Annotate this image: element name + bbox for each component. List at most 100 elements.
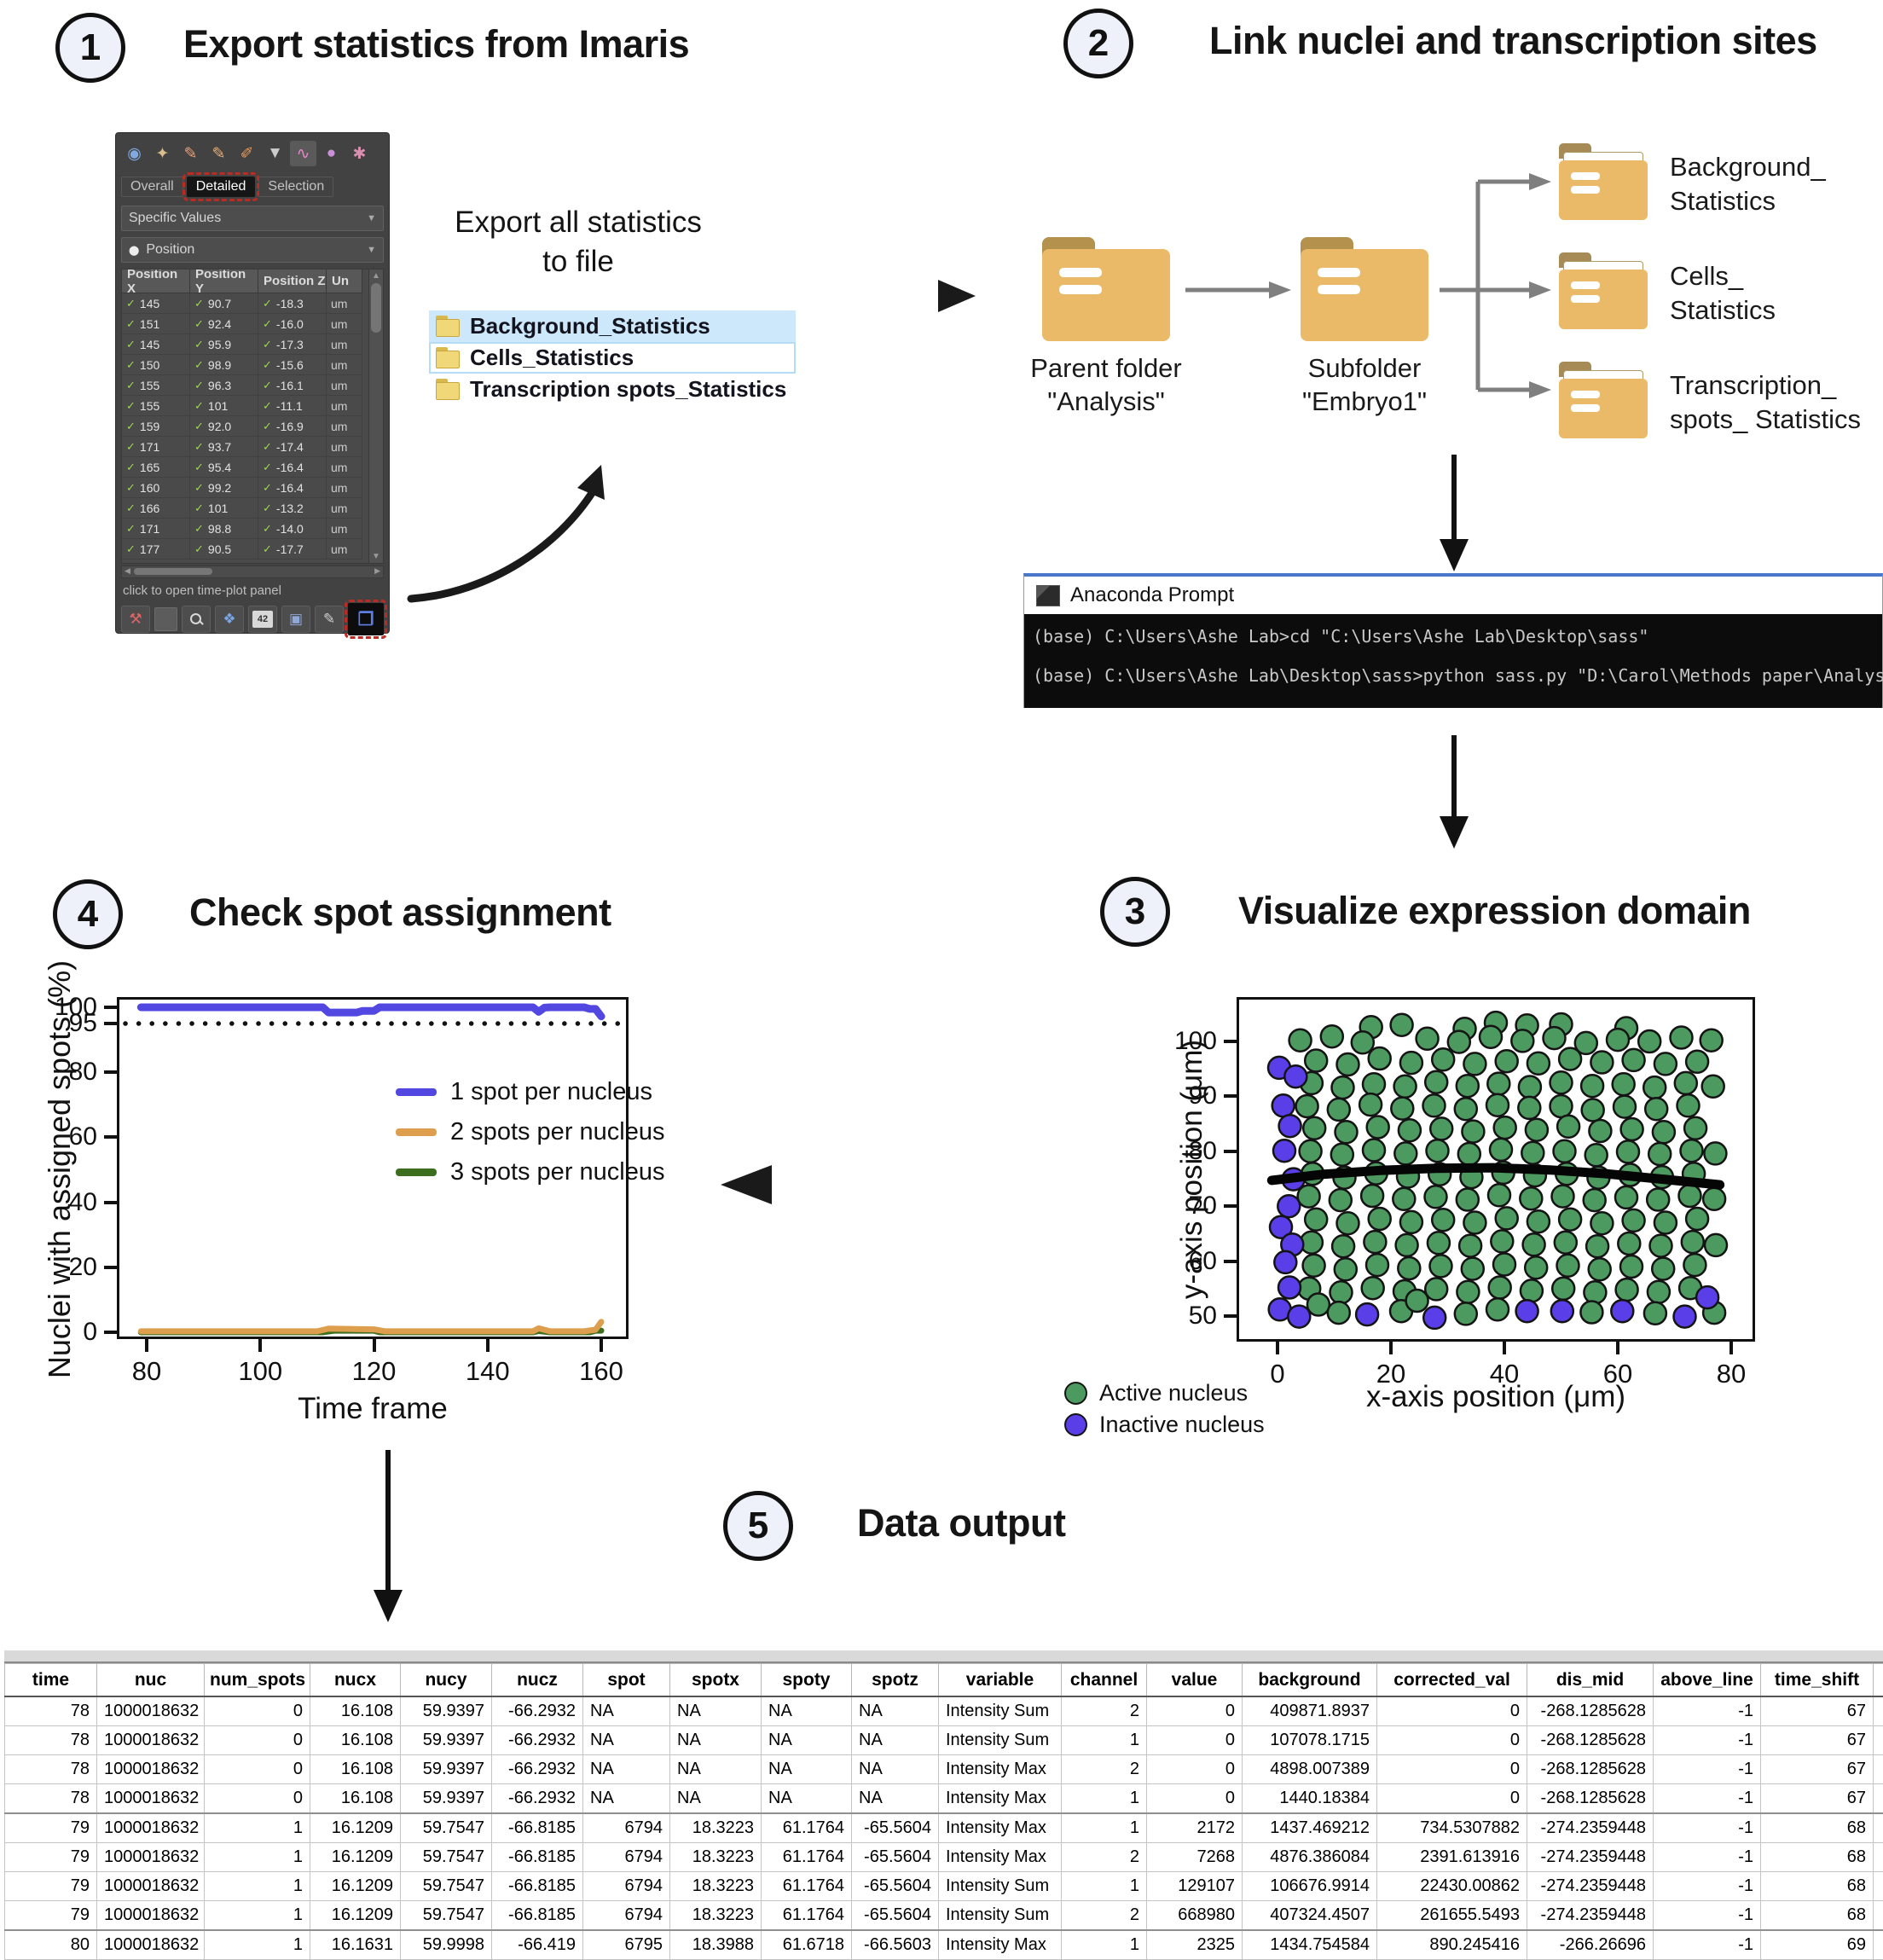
arrowhead (721, 1165, 772, 1204)
table-cell: NA (669, 1783, 762, 1814)
inactive-nucleus-swatch (1064, 1412, 1087, 1436)
table-cell: 59.7547 (400, 1812, 492, 1843)
anaconda-prompt-window: Anaconda Prompt (base) C:\Users\Ashe Lab… (1023, 573, 1883, 708)
table-cell: 1 (204, 1929, 310, 1960)
export-statistics-button[interactable]: ❐ (345, 600, 387, 639)
scroll-left-icon[interactable]: ◀ (125, 566, 130, 575)
statistics-folder-label: Background_Statistics (1670, 150, 1883, 218)
unit-cell: um (327, 396, 362, 416)
imaris-table-cell: ✓-16.4 (258, 457, 327, 478)
y-axis-label: 0 (83, 1318, 97, 1346)
file-list-label: Background_Statistics (470, 313, 710, 339)
folder-bar (1571, 186, 1600, 194)
y-axis-title: Nuclei with assigned spots (%) (42, 960, 77, 1379)
y-axis-tick (1224, 1259, 1237, 1263)
terminal-body[interactable]: (base) C:\Users\Ashe Lab>cd "C:\Users\As… (1024, 614, 1883, 708)
edit-button[interactable]: ✎ (315, 606, 344, 633)
table-column-header: dis_mid (1527, 1663, 1654, 1697)
color-wheel-icon[interactable]: ● (326, 144, 337, 162)
tab-detailed[interactable]: Detailed (182, 172, 260, 201)
y-axis-tick (1224, 1040, 1237, 1043)
table-cell: 67 (1760, 1696, 1874, 1726)
table-cell: 78 (4, 1754, 97, 1784)
filter-icon[interactable]: ▼ (267, 144, 283, 162)
unit-cell: um (327, 437, 362, 457)
check-icon: ✓ (126, 480, 136, 494)
table-cell (1873, 1929, 1883, 1960)
tab-selection[interactable]: Selection (258, 177, 334, 197)
table-cell: 1000018632 (96, 1929, 205, 1960)
table-cell: 2172 (1146, 1812, 1243, 1843)
imaris-table-cell: ✓95.4 (190, 457, 258, 478)
table-cell: 1 (204, 1900, 310, 1931)
table-cell: 6794 (582, 1900, 670, 1931)
cell-value: -16.1 (275, 378, 304, 392)
table-cell: -1 (1653, 1842, 1761, 1872)
imaris-table-cell: ✓92.4 (190, 314, 258, 334)
column-header: Un (327, 270, 362, 293)
y-axis-tick (104, 1135, 117, 1139)
scroll-right-icon[interactable]: ▶ (374, 566, 380, 575)
table-cell: -274.2359448 (1527, 1871, 1654, 1901)
specific-values-dropdown[interactable]: Specific Values ▼ (121, 206, 384, 231)
table-cell: -1 (1653, 1871, 1761, 1901)
scrollbar-thumb[interactable] (134, 568, 212, 575)
table-cell: 59.7547 (400, 1871, 492, 1901)
table-cell: 6794 (582, 1842, 670, 1872)
tab-overall[interactable]: Overall (121, 177, 183, 197)
search-button[interactable] (182, 606, 211, 633)
table-column-header: spot (582, 1663, 670, 1697)
scroll-up-icon[interactable]: ▲ (372, 271, 380, 281)
surfaces-icon[interactable]: ◉ (127, 144, 142, 163)
vertical-scrollbar[interactable]: ▲ ▼ (368, 270, 383, 563)
table-cell: -266.26696 (1527, 1929, 1654, 1960)
table-cell: -1 (1653, 1754, 1761, 1784)
table-cell: 0 (1146, 1783, 1243, 1814)
tools-button[interactable]: ⚒ (121, 606, 150, 633)
folder-bar (1571, 295, 1600, 303)
cell-value: 160 (139, 480, 160, 495)
cell-value: 98.9 (207, 357, 232, 372)
table-cell: 1 (1061, 1783, 1147, 1814)
table-cell: -1 (1653, 1783, 1761, 1814)
legend-label: 3 spots per nucleus (450, 1157, 665, 1186)
scrollbar-thumb[interactable] (371, 283, 381, 333)
imaris-table-cell: ✓145 (122, 334, 190, 355)
table-cell: 0 (1146, 1754, 1243, 1784)
brush-icon[interactable]: ✐ (240, 144, 254, 163)
cell-value: 177 (139, 542, 160, 556)
table-cell: -1 (1653, 1900, 1761, 1931)
table-cell: 2391.613916 (1376, 1842, 1527, 1872)
objects-button[interactable]: ❖ (215, 606, 244, 633)
table-cell: NA (851, 1754, 939, 1784)
scroll-down-icon[interactable]: ▼ (372, 552, 380, 561)
file-list-item[interactable]: Cells_Statistics (429, 342, 796, 374)
settings-icon[interactable]: ✱ (352, 144, 367, 163)
legend-item-2spots: 2 spots per nucleus (396, 1116, 664, 1147)
file-list-item[interactable]: Background_Statistics (429, 310, 796, 342)
unit-cell: um (327, 539, 362, 560)
cell-value: 165 (139, 460, 160, 474)
cell-value: -16.4 (275, 460, 304, 474)
pencil-icon[interactable]: ✎ (183, 144, 198, 163)
filter-input[interactable] (154, 607, 177, 631)
file-list-item[interactable]: Transcription spots_Statistics (429, 374, 796, 405)
check-icon: ✓ (126, 501, 136, 514)
save-button[interactable]: ▣ (281, 606, 310, 633)
wand-icon[interactable]: ✦ (155, 144, 170, 163)
horizontal-scrollbar[interactable]: ◀ ▶ (121, 565, 384, 578)
imaris-table-cell: ✓165 (122, 457, 190, 478)
table-top-strip (4, 1650, 1883, 1663)
label-line: "Analysis" (1047, 386, 1165, 416)
statistics-folder-icon (1559, 362, 1648, 438)
statistics-icon[interactable]: ∿ (290, 141, 316, 166)
position-dropdown[interactable]: ⬤ Position ▼ (121, 237, 384, 263)
table-cell: 407324.4507 (1242, 1900, 1377, 1931)
snapshot-button[interactable]: 42 (248, 606, 277, 633)
label-line: Statistics (1670, 186, 1776, 216)
terminal-title-bar[interactable]: Anaconda Prompt (1024, 577, 1882, 614)
pencil2-icon[interactable]: ✎ (211, 144, 226, 163)
y-axis-tick (104, 1265, 117, 1269)
arrowhead (1529, 281, 1551, 299)
